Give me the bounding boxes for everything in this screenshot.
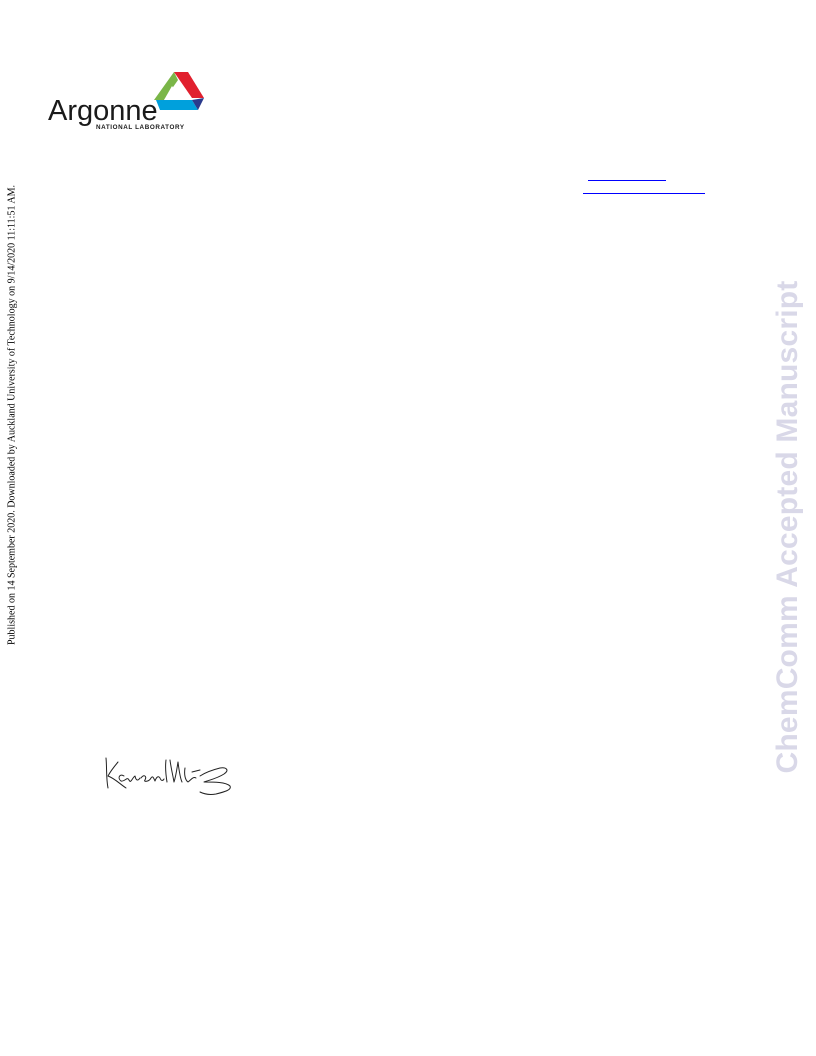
logo-triangle-navy [192, 98, 204, 110]
logo-subtitle: NATIONAL LABORATORY [96, 124, 185, 131]
argonne-logo: Argonne NATIONAL LABORATORY [46, 70, 206, 134]
logo-triangle-center [164, 86, 182, 100]
accepted-manuscript-watermark: ChemComm Accepted Manuscript [771, 280, 804, 774]
signature-strokes [105, 757, 231, 795]
argonne-logo-graphic: Argonne NATIONAL LABORATORY [48, 72, 204, 131]
hyperlink-underline[interactable] [583, 193, 705, 194]
hyperlink-underline[interactable] [588, 180, 666, 181]
logo-triangle-red [174, 72, 204, 98]
logo-triangle-green [154, 72, 178, 100]
logo-triangle-blue [156, 100, 198, 110]
logo-wordmark: Argonne [48, 95, 158, 127]
signature-image [100, 748, 240, 800]
publication-note: Published on 14 September 2020. Download… [6, 185, 18, 645]
